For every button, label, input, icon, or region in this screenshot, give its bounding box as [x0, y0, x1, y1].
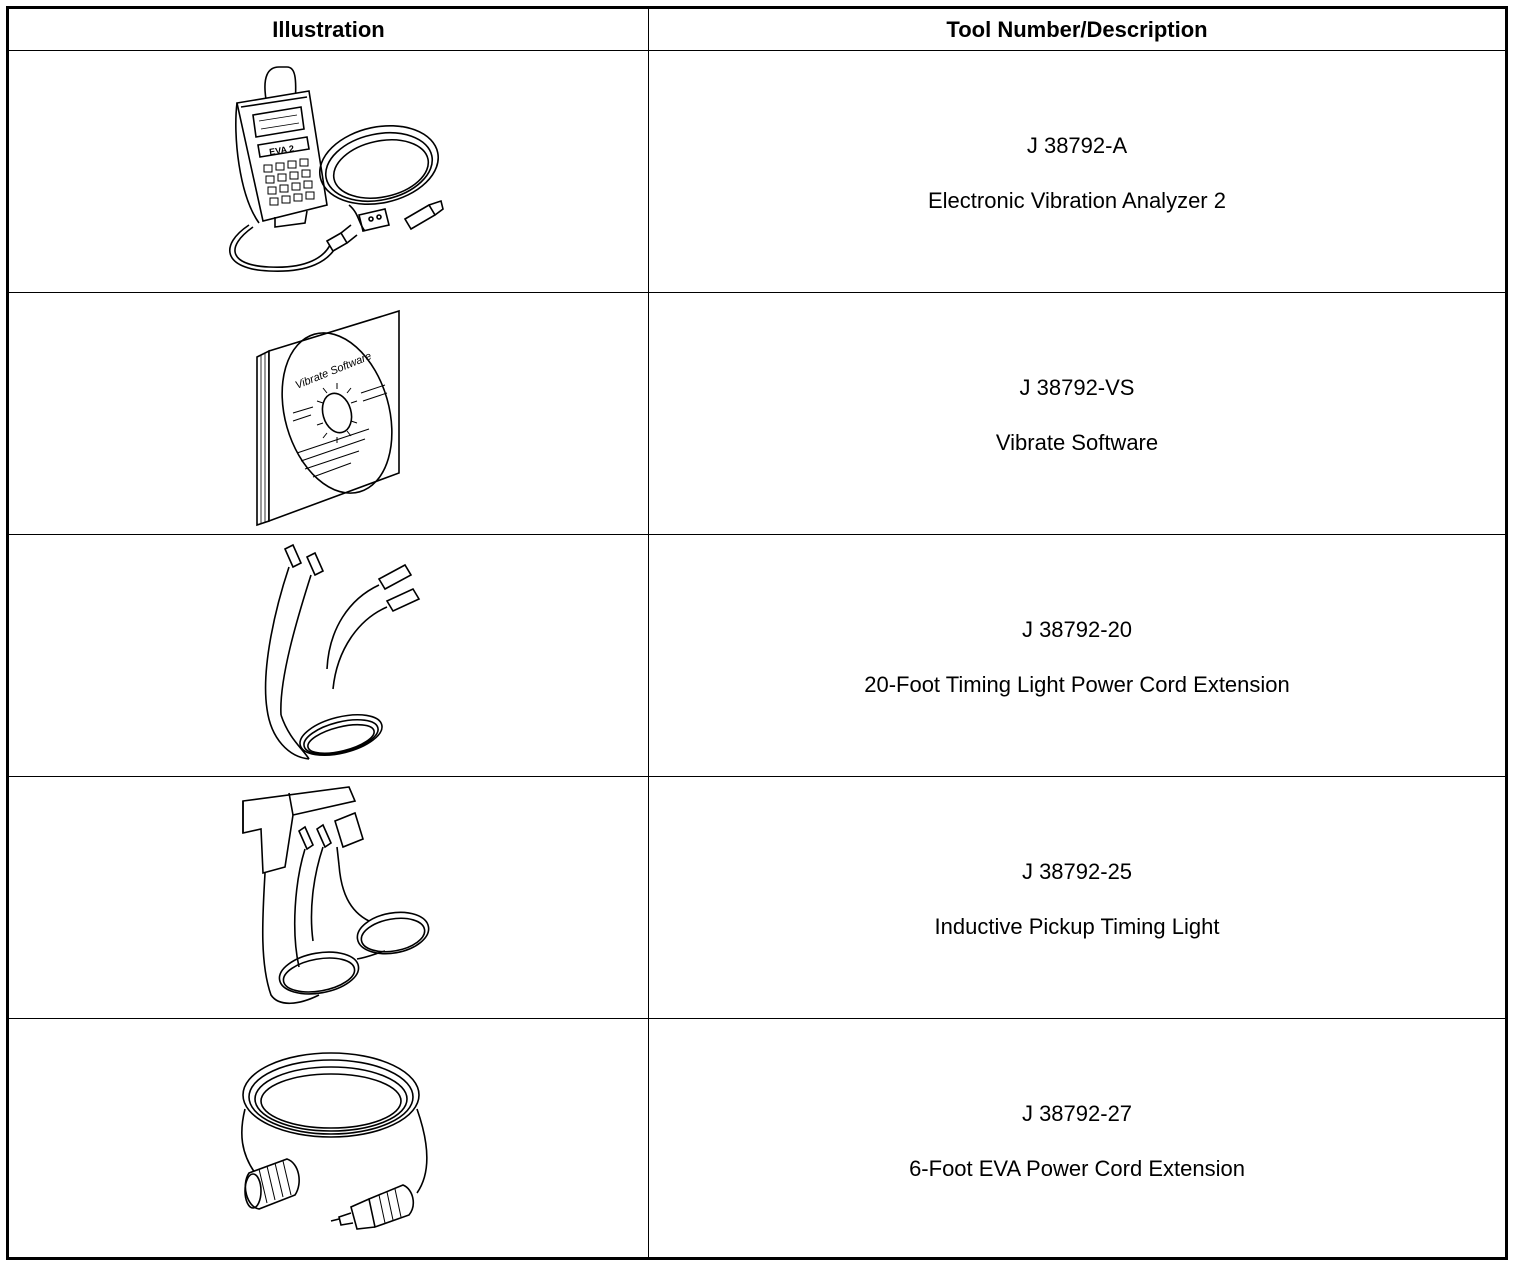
illustration-cell: EVA 2 — [9, 51, 648, 292]
tool-number: J 38792-27 — [1021, 1101, 1133, 1126]
vibration-analyzer-icon: EVA 2 — [209, 55, 459, 285]
power-cord-extension-icon — [209, 539, 459, 769]
illustration-cell: Vibrate Software — [9, 293, 648, 534]
tool-description: Electronic Vibration Analyzer 2 — [928, 188, 1226, 213]
tool-number: J 38792-A — [1026, 133, 1128, 158]
table-row: J 38792-20 20-Foot Timing Light Power Co… — [9, 535, 1505, 777]
header-illustration: Illustration — [272, 17, 385, 42]
table-row: Vibrate Software J 38792-VS Vibrate Soft… — [9, 293, 1505, 535]
software-cd-case-icon: Vibrate Software — [209, 297, 459, 527]
illustration-cell — [9, 535, 648, 776]
table-header-row: Illustration Tool Number/Description — [9, 9, 1505, 51]
tool-description-cell: J 38792-20 20-Foot Timing Light Power Co… — [649, 535, 1505, 776]
timing-light-icon — [209, 781, 459, 1011]
tool-description: Inductive Pickup Timing Light — [934, 914, 1220, 939]
tool-description-cell: J 38792-VS Vibrate Software — [649, 293, 1505, 534]
illustration-cell — [9, 1019, 648, 1260]
tool-number: J 38792-25 — [1021, 859, 1133, 884]
table-row: J 38792-25 Inductive Pickup Timing Light — [9, 777, 1505, 1019]
tool-description: 20-Foot Timing Light Power Cord Extensio… — [864, 672, 1290, 697]
column-divider — [648, 9, 649, 1257]
table-row: EVA 2 — [9, 51, 1505, 293]
device-logo-text: EVA 2 — [269, 143, 295, 157]
tool-number: J 38792-VS — [1019, 375, 1135, 400]
tool-description: Vibrate Software — [995, 430, 1159, 455]
coiled-cord-icon — [209, 1023, 459, 1253]
special-tools-table: Illustration Tool Number/Description EVA… — [6, 6, 1508, 1260]
illustration-cell — [9, 777, 648, 1018]
tool-description-cell: J 38792-27 6-Foot EVA Power Cord Extensi… — [649, 1019, 1505, 1260]
header-tool-description: Tool Number/Description — [946, 17, 1208, 42]
tool-description-cell: J 38792-25 Inductive Pickup Timing Light — [649, 777, 1505, 1018]
tool-description-cell: J 38792-A Electronic Vibration Analyzer … — [649, 51, 1505, 292]
tool-description: 6-Foot EVA Power Cord Extension — [909, 1156, 1245, 1181]
tool-number: J 38792-20 — [1021, 617, 1133, 642]
table-row: J 38792-27 6-Foot EVA Power Cord Extensi… — [9, 1019, 1505, 1260]
